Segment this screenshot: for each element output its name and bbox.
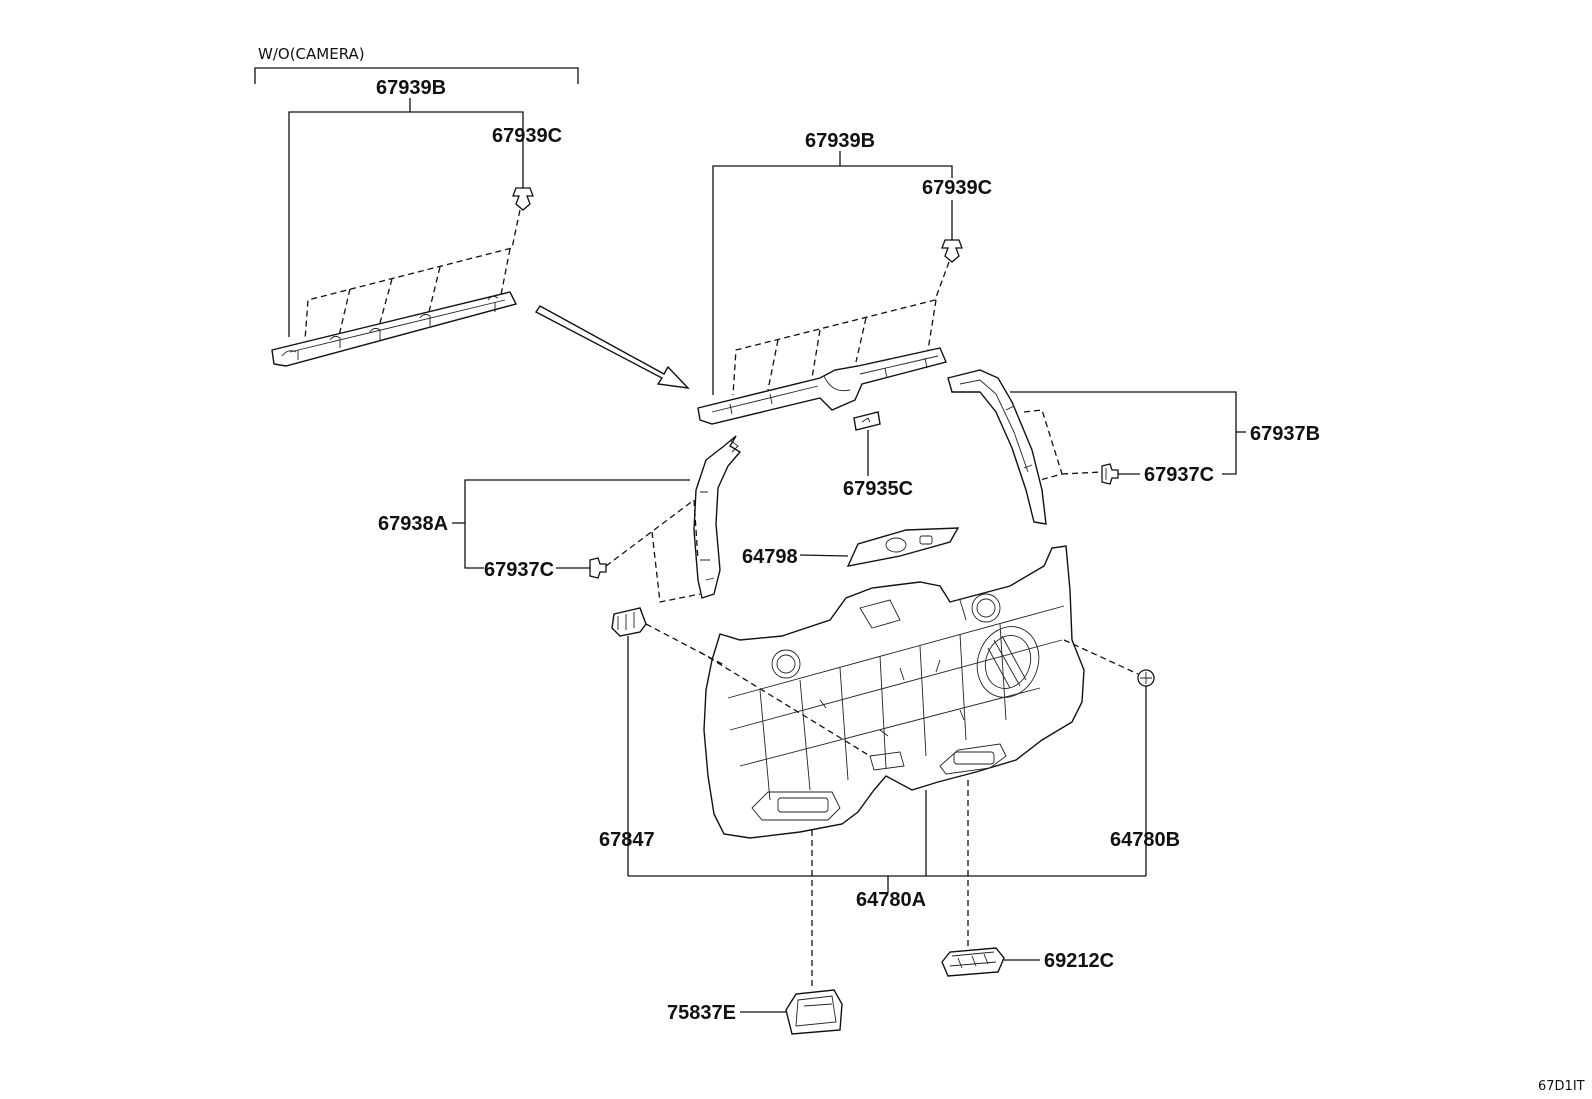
left-side-garnish-group: 67938A 67937C <box>378 435 742 603</box>
part-label-67937B[interactable]: 67937B <box>1250 423 1320 445</box>
part-label-inset-67939B[interactable]: 67939B <box>376 77 446 99</box>
part-label-64798[interactable]: 64798 <box>742 546 798 568</box>
right-side-garnish <box>947 369 1047 525</box>
main-dash-1 <box>732 261 950 396</box>
part-label-67939C[interactable]: 67939C <box>922 177 992 199</box>
left-dash-1 <box>605 498 699 567</box>
part-label-69212C[interactable]: 69212C <box>1044 950 1114 972</box>
right-dash <box>1023 409 1063 481</box>
leader-64798 <box>799 554 849 557</box>
inset-dash-5 <box>499 248 511 301</box>
inset-dash-4 <box>427 266 441 317</box>
direction-arrow <box>534 305 690 389</box>
inset-without-camera: W/O(CAMERA) 67939B 67939C <box>254 45 579 367</box>
part-75837E: 75837E <box>667 830 843 1035</box>
inset-dash-3 <box>377 278 393 331</box>
upper-garnish-group: 67939B 67939C <box>697 130 992 425</box>
part-69212C: 69212C <box>941 780 1114 977</box>
right-dash-2 <box>1061 471 1103 475</box>
main-dash-4 <box>855 317 867 363</box>
part-label-64780A[interactable]: 64780A <box>856 889 926 911</box>
leader-67937B <box>1010 391 1237 475</box>
part-label-67935C[interactable]: 67935C <box>843 478 913 500</box>
figure-code: 67D1IT <box>1538 1079 1585 1094</box>
part-label-64780B[interactable]: 64780B <box>1110 829 1180 851</box>
part-67847: 67847 <box>599 607 871 876</box>
part-label-75837E[interactable]: 75837E <box>667 1002 736 1024</box>
main-dash-2 <box>767 339 779 391</box>
inset-garnish-strip <box>271 291 518 367</box>
dash-67847-b <box>699 651 871 757</box>
leader-64780A-group: 64780A <box>628 790 1146 911</box>
leader-67938A <box>464 479 690 569</box>
part-64798: 64798 <box>742 527 960 568</box>
leader-67939B <box>712 165 953 395</box>
main-dash-5 <box>927 299 937 351</box>
variant-note: W/O(CAMERA) <box>258 45 365 63</box>
part-label-inset-67939C[interactable]: 67939C <box>492 125 562 147</box>
clip-64780B <box>1137 669 1155 687</box>
part-67935C: 67935C <box>843 411 913 500</box>
inset-dash-1 <box>304 209 521 341</box>
left-side-garnish <box>693 435 742 599</box>
inset-bracket <box>254 67 579 84</box>
inset-clip-67939C <box>512 187 534 211</box>
inset-dash-2 <box>337 288 351 341</box>
part-label-67939B[interactable]: 67939B <box>805 130 875 152</box>
part-label-67937C-right[interactable]: 67937C <box>1144 464 1214 486</box>
main-dash-3 <box>811 329 821 379</box>
dash-64780B <box>1063 639 1139 675</box>
left-dash-2 <box>651 531 701 603</box>
back-door-trim-board <box>703 545 1085 839</box>
inset-leader-67939B <box>288 111 524 337</box>
clip-67939C <box>941 239 963 263</box>
part-label-67847[interactable]: 67847 <box>599 829 655 851</box>
part-label-67937C-left[interactable]: 67937C <box>484 559 554 581</box>
clip-67937C-left <box>589 557 607 579</box>
part-label-67938A[interactable]: 67938A <box>378 513 448 535</box>
clip-67937C-right <box>1101 463 1119 485</box>
right-side-garnish-group: 67937B 67937C <box>947 369 1320 525</box>
upper-back-door-garnish <box>697 347 947 425</box>
part-64780B: 64780B <box>1063 639 1180 876</box>
